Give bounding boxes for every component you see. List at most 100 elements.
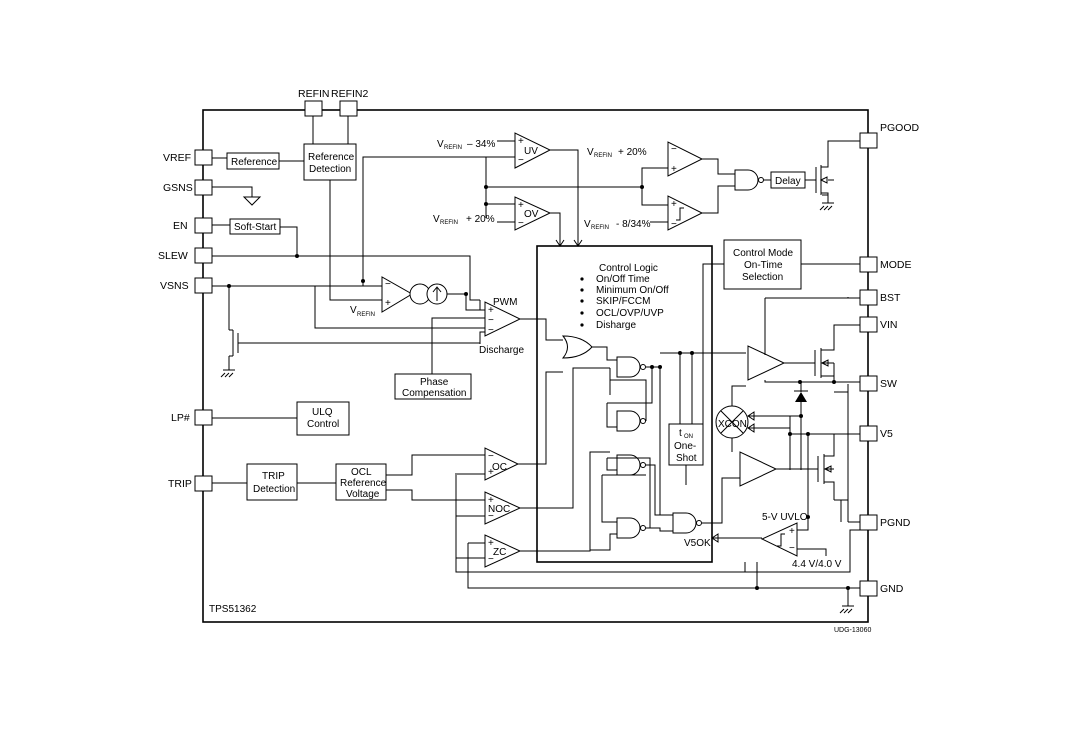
svg-text:−: −	[518, 218, 524, 229]
svg-text:−: −	[671, 144, 677, 155]
svg-text:Disharge: Disharge	[596, 320, 636, 331]
junction-dot	[295, 254, 299, 258]
control-mode-block: Control Mode On-Time Selection	[723, 239, 802, 290]
svg-text:Discharge: Discharge	[479, 345, 524, 356]
nand-gate-out	[672, 512, 702, 534]
svg-text:Reference: Reference	[340, 478, 387, 489]
pgood-high-comparator: − +	[667, 141, 704, 177]
svg-text:- 8/34%: - 8/34%	[616, 219, 651, 230]
pin-v5: V5	[859, 425, 893, 442]
pin-lp: LP#	[171, 409, 213, 426]
current-source-icon	[409, 283, 448, 305]
svg-text:ULQ: ULQ	[312, 407, 333, 418]
svg-text:Reference: Reference	[231, 157, 278, 168]
svg-text:Detection: Detection	[253, 484, 295, 495]
svg-text:Compensation: Compensation	[402, 388, 466, 399]
svg-text:+: +	[671, 199, 677, 210]
svg-text:−: −	[488, 315, 494, 326]
svg-text:REFIN: REFIN	[444, 145, 462, 151]
zc-comparator: + − ZC	[484, 534, 522, 568]
svg-text:+: +	[789, 526, 795, 537]
svg-text:On/Off Time: On/Off Time	[596, 274, 650, 285]
svg-text:V: V	[437, 139, 444, 150]
bootstrap-diode-icon	[794, 390, 808, 402]
svg-text:Phase: Phase	[420, 377, 449, 388]
svg-text:NOC: NOC	[488, 504, 510, 515]
pin-en: EN	[173, 217, 213, 234]
svg-text:Minimum On/Off: Minimum On/Off	[596, 285, 669, 296]
reference-block: Reference	[226, 152, 280, 170]
svg-text:−: −	[488, 325, 494, 336]
uvlo-comparator: + −	[760, 522, 798, 557]
nand-gate-latch-2	[616, 410, 646, 432]
pin-gsns: GSNS	[163, 179, 213, 196]
svg-text:Delay: Delay	[775, 176, 801, 187]
pin-gnd: GND	[859, 580, 904, 597]
svg-text:Shot: Shot	[676, 453, 697, 464]
svg-text:UV: UV	[524, 146, 538, 157]
svg-text:+: +	[518, 136, 524, 147]
svg-text:V: V	[433, 214, 440, 225]
pin-bst: BST	[859, 289, 901, 306]
pin-vref: VREF	[163, 149, 213, 166]
svg-text:V: V	[587, 147, 594, 158]
svg-text:Selection: Selection	[742, 272, 783, 283]
svg-text:PWM: PWM	[493, 297, 517, 308]
uvlo-threshold-label: 4.4 V/4.0 V	[792, 559, 842, 570]
svg-text:+: +	[488, 495, 494, 506]
ocl-reference-voltage-block: OCL Reference Voltage	[335, 463, 387, 501]
ov-comparator: + − OV	[514, 196, 552, 231]
svg-text:V5: V5	[880, 428, 893, 440]
ground-icon	[242, 193, 262, 206]
soft-start-block: Soft-Start	[229, 218, 281, 235]
nand-gate-latch-1	[616, 356, 646, 378]
svg-text:+: +	[488, 305, 494, 316]
svg-text:−: −	[671, 219, 677, 230]
svg-text:−: −	[488, 554, 494, 565]
pgood-low-comparator: + −	[667, 195, 704, 231]
svg-text:+: +	[488, 467, 494, 478]
nand-gate-pgood	[734, 169, 764, 191]
chip-name: TPS51362	[209, 604, 257, 615]
noc-comparator: + − NOC	[484, 491, 522, 525]
svg-text:REFIN2: REFIN2	[331, 88, 369, 100]
svg-text:V: V	[584, 219, 591, 230]
uv-comparator: + − UV	[514, 132, 552, 169]
pin-slew: SLEW	[158, 247, 213, 264]
svg-text:OC: OC	[492, 462, 507, 473]
svg-text:+ 20%: + 20%	[466, 214, 495, 225]
v5ok-label: V5OK	[684, 538, 711, 549]
svg-text:Control: Control	[307, 419, 339, 430]
svg-text:OCL/OVP/UVP: OCL/OVP/UVP	[596, 308, 664, 319]
pg-high-threshold-label: V REFIN + 20%	[587, 147, 647, 159]
svg-text:Reference: Reference	[308, 152, 355, 163]
svg-text:+ 20%: + 20%	[618, 147, 647, 158]
svg-text:PGOOD: PGOOD	[880, 122, 920, 134]
pin-pgood: PGOOD	[859, 122, 920, 149]
pin-vsns: VSNS	[160, 277, 213, 294]
svg-text:EN: EN	[173, 220, 188, 232]
pwm-comparator: + − − PWM	[484, 297, 522, 337]
doc-code: UDG-13060	[834, 627, 871, 634]
svg-text:TRIP: TRIP	[262, 471, 285, 482]
svg-text:V: V	[350, 305, 357, 316]
delay-block: Delay	[770, 171, 806, 189]
svg-text:GND: GND	[880, 583, 904, 595]
svg-text:ZC: ZC	[493, 547, 506, 558]
svg-text:Detection: Detection	[309, 164, 351, 175]
phase-compensation-block: Phase Compensation	[394, 373, 472, 400]
control-logic-items: On/Off Time Minimum On/Off SKIP/FCCM OCL…	[580, 274, 669, 331]
svg-text:SW: SW	[880, 378, 897, 390]
svg-text:Control Mode: Control Mode	[733, 248, 793, 259]
on-time-one-shot-block: t ON One- Shot	[668, 423, 704, 466]
svg-text:One-: One-	[674, 441, 696, 452]
svg-text:BST: BST	[880, 292, 901, 304]
svg-text:REFIN: REFIN	[440, 220, 458, 226]
uv-threshold-label: V REFIN – 34%	[437, 139, 495, 151]
xcon-block: XCON	[715, 405, 749, 439]
control-logic-title: Control Logic	[599, 263, 658, 274]
svg-text:REFIN: REFIN	[594, 153, 612, 159]
svg-text:+: +	[671, 164, 677, 175]
svg-text:t: t	[679, 428, 682, 439]
high-side-driver	[747, 345, 786, 381]
